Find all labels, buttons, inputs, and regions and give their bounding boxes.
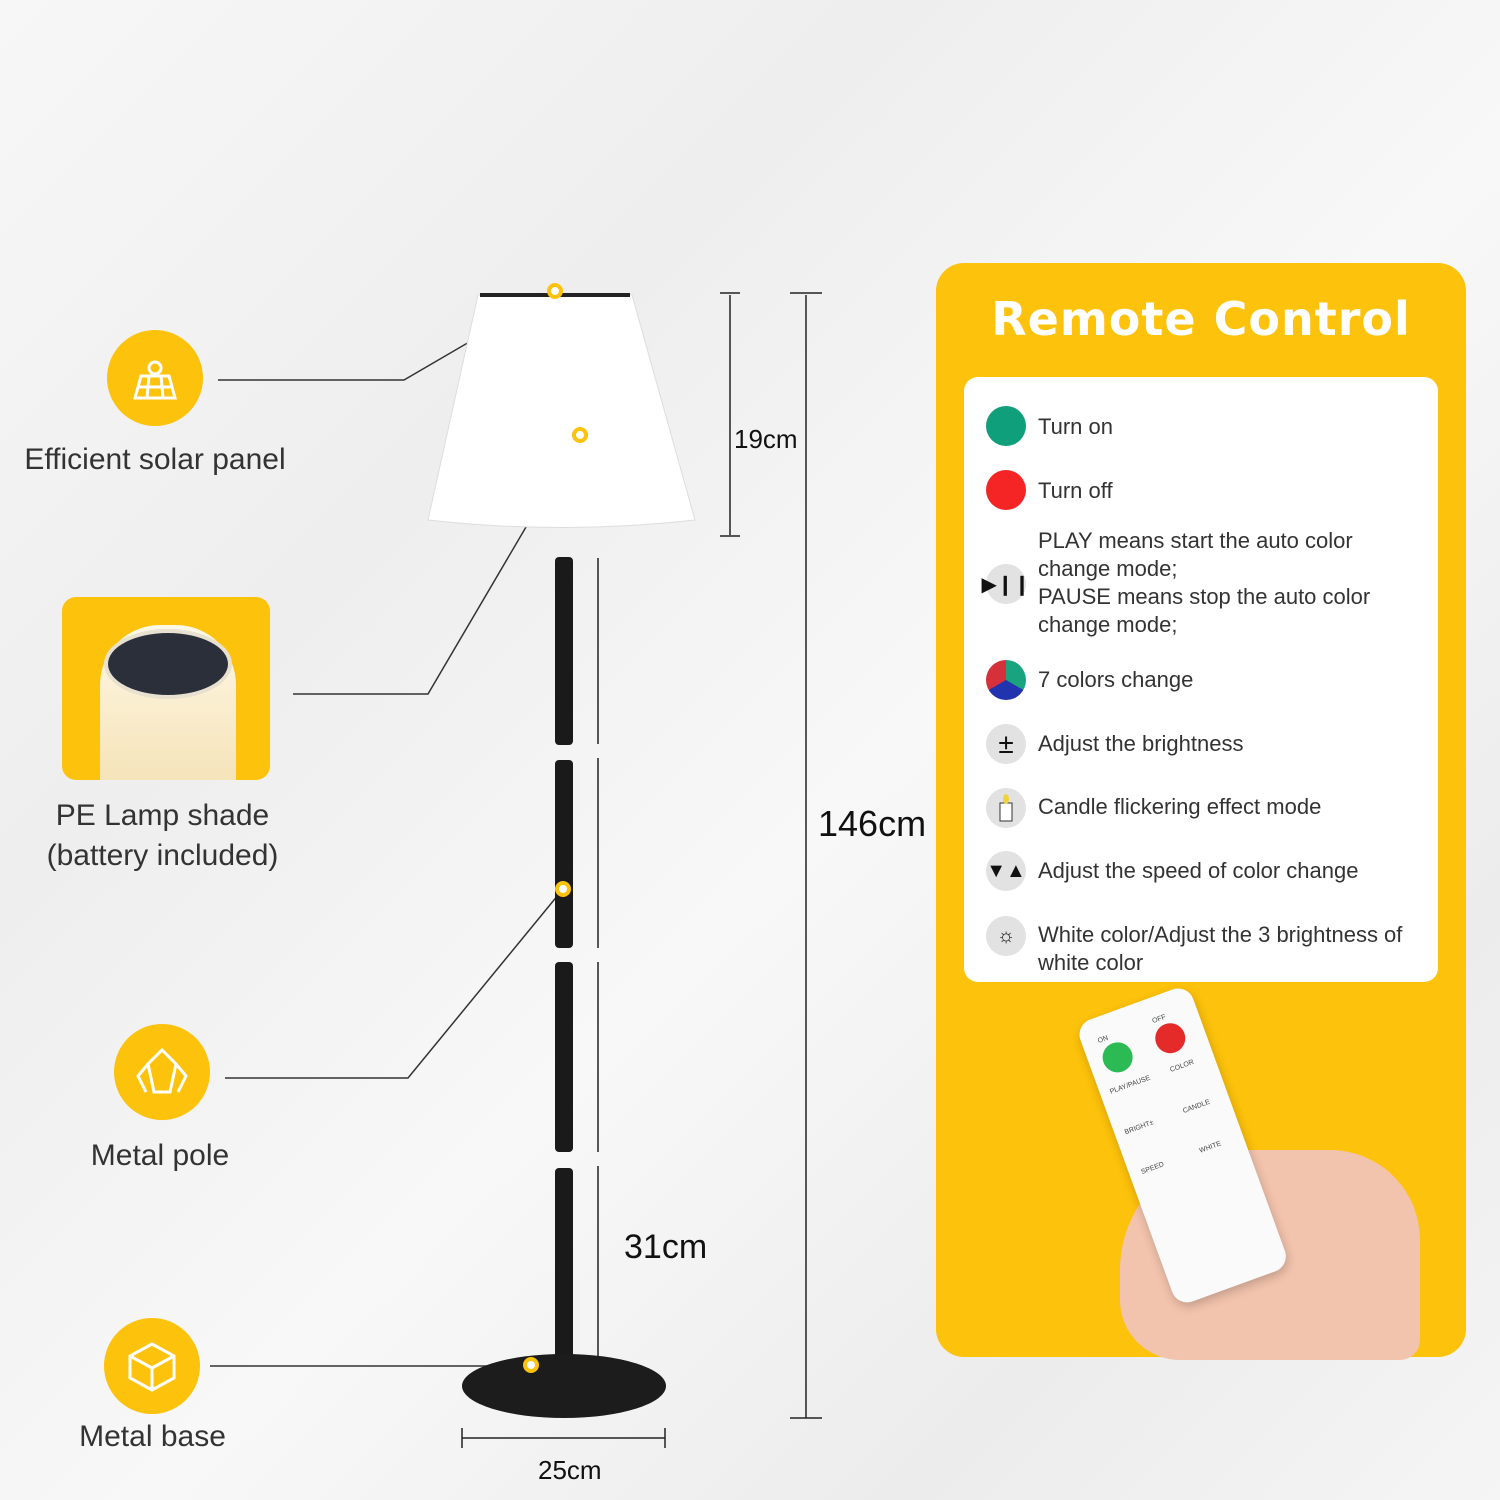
solar-panel-icon — [107, 330, 203, 426]
legend-speed: Adjust the speed of color change — [1038, 858, 1359, 883]
play-pause-icon: ▶❙❙ — [982, 564, 1030, 604]
remote-on-label: ON — [1096, 1034, 1110, 1045]
legend-white: White color/Adjust the 3 brightness of w… — [1038, 922, 1403, 975]
cube-icon — [104, 1318, 200, 1414]
legend-brightness: Adjust the brightness — [1038, 731, 1244, 756]
metal-pole — [555, 557, 573, 1360]
remote-bright-label: BRIGHT± — [1123, 1119, 1155, 1137]
dim-total: 146cm — [818, 803, 927, 844]
remote-color-label: COLOR — [1169, 1058, 1195, 1074]
lamp-shade — [427, 294, 696, 528]
candle-icon — [986, 788, 1026, 828]
lamp-shade-photo — [62, 597, 270, 780]
legend-candle: Candle flickering effect mode — [1038, 794, 1322, 819]
remote-legend-card — [964, 377, 1438, 982]
remote-white-label: WHITE — [1198, 1140, 1223, 1155]
callout-dots — [523, 283, 588, 1373]
dim-segment: 31cm — [624, 1228, 708, 1266]
dimension-lines — [461, 292, 822, 1448]
feature-label-pole: Metal pole — [90, 1139, 230, 1172]
feature-label-shade: PE Lamp shade (battery included) — [20, 796, 305, 876]
dim-shade: 19cm — [734, 424, 798, 454]
shade-label-line2: (battery included) — [46, 839, 279, 872]
green-dot-icon — [986, 406, 1026, 446]
red-dot-icon — [986, 470, 1026, 510]
remote-play-label: PLAY/PAUSE — [1109, 1074, 1152, 1096]
light-bulb-icon: ☼ — [986, 916, 1026, 956]
feature-label-solar: Efficient solar panel — [24, 443, 286, 476]
remote-title: Remote Control — [991, 292, 1411, 346]
play-line1: PLAY means start the auto color — [1038, 528, 1353, 553]
play-line2: change mode; — [1038, 556, 1178, 581]
remote-speed-label: SPEED — [1140, 1161, 1166, 1176]
play-line4: change mode; — [1038, 612, 1178, 637]
legend-colors: 7 colors change — [1038, 667, 1194, 692]
remote-off-button[interactable] — [1151, 1018, 1190, 1058]
speed-icon: ▼▲ — [986, 851, 1026, 891]
metal-base — [462, 1354, 666, 1418]
crystal-icon — [114, 1024, 210, 1120]
remote-candle-label: CANDLE — [1181, 1098, 1212, 1116]
legend-play-pause: PLAY means start the auto color change mo… — [1038, 527, 1428, 639]
dim-base: 25cm — [538, 1455, 602, 1485]
shade-label-line1: PE Lamp shade — [55, 799, 270, 832]
play-line3: PAUSE means stop the auto color — [1038, 584, 1371, 609]
plus-minus-icon: ± — [986, 724, 1026, 764]
feature-label-base: Metal base — [79, 1420, 226, 1453]
color-wheel-icon — [986, 660, 1026, 700]
legend-turn-on: Turn on — [1038, 414, 1114, 439]
remote-on-button[interactable] — [1098, 1038, 1137, 1077]
legend-turn-off: Turn off — [1038, 478, 1113, 503]
